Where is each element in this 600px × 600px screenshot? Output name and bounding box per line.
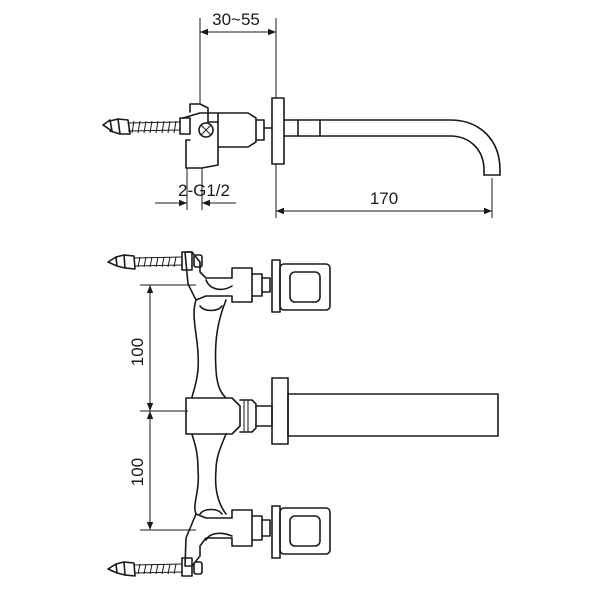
dim-thread: 2-G1/2 [155,168,236,210]
side-wall-plate [263,97,321,165]
front-view: 100 100 [107,251,499,577]
front-handle-bottom [251,505,331,559]
dim-spout-length-label: 170 [370,189,398,208]
dim-spacing-upper-label: 100 [128,338,147,366]
front-handle-top [251,259,331,313]
dim-spacing: 100 100 [128,284,196,531]
dim-adjust-label: 30~55 [212,10,260,29]
front-anchor-bottom [107,557,203,577]
dim-spacing-lower-label: 100 [128,458,147,486]
side-spout [319,119,501,176]
front-anchor-top [107,251,203,271]
side-wall-anchor [102,117,191,135]
side-view: 30~55 2-G1/2 170 [102,10,501,218]
dim-adjust-range: 30~55 [199,10,277,104]
front-valve-body [184,251,273,567]
dim-spout-length: 170 [275,164,493,218]
side-valve-body [182,103,265,169]
front-spout [271,377,499,445]
dim-thread-label: 2-G1/2 [178,181,230,200]
